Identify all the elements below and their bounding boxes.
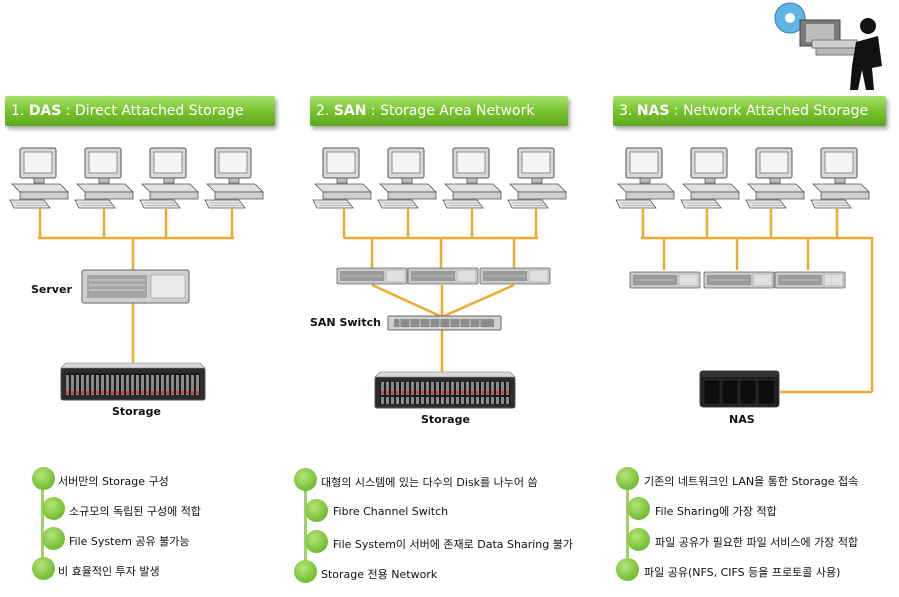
nas-bullet-2: File Sharing에 가장 적합: [655, 505, 777, 518]
das-bullet-dot-2: [42, 497, 65, 520]
san-bullet-dot-2: [305, 499, 328, 522]
san-storage-label: Storage: [421, 413, 470, 426]
das-bullet-dot-4: [32, 557, 55, 580]
das-header-separator: :: [61, 103, 75, 119]
nas-bullet-dot-2: [627, 497, 650, 520]
san-bullet-4: Storage 전용 Network: [321, 568, 438, 581]
das-bullet-dot-1: [32, 467, 55, 490]
person-carrying-disks-icon: [774, 2, 882, 90]
nas-label: NAS: [729, 413, 755, 426]
san-bullet-3: File System이 서버에 존재로 Data Sharing 불가: [333, 538, 573, 551]
san-bullet-dot-1: [294, 468, 317, 491]
das-bullet-dot-3: [42, 527, 65, 550]
nas-bullet-connector: [626, 479, 629, 571]
das-bullet-2: 소규모의 독립된 구성에 적합: [69, 505, 201, 518]
san-header-name: Storage Area Network: [380, 103, 535, 119]
san-header-number: 2.: [316, 103, 330, 119]
san-bullet-2: Fibre Channel Switch: [333, 505, 449, 518]
das-server-label: Server: [31, 283, 72, 296]
san-bullet-1: 대형의 시스템에 있는 다수의 Disk를 나누어 씀: [321, 476, 538, 489]
das-bullet-1: 서버만의 Storage 구성: [58, 475, 169, 488]
nas-header-abbr: NAS: [636, 103, 670, 119]
das-bullet-connector: [41, 478, 44, 570]
nas-bullet-1: 기존의 네트워크인 LAN을 통한 Storage 접속: [644, 475, 859, 488]
nas-header-number: 3.: [619, 103, 633, 119]
san-switch-label: SAN Switch: [310, 316, 381, 329]
nas-header-separator: :: [669, 103, 684, 119]
das-bullet-3: File System 공유 불가능: [69, 535, 190, 548]
nas-bullet-dot-4: [616, 558, 639, 581]
san-bullet-connector: [304, 480, 307, 572]
nas-header: 3. NAS : Network Attached Storage: [613, 96, 886, 126]
san-bullet-dot-3: [305, 530, 328, 553]
san-bullet-dot-4: [294, 560, 317, 583]
san-header-abbr: SAN: [333, 103, 367, 119]
das-header-number: 1.: [11, 103, 25, 119]
das-header: 1. DAS : Direct Attached Storage: [5, 96, 275, 126]
nas-bullet-4: 파일 공유(NFS, CIFS 등을 프로토콜 사용): [644, 566, 841, 579]
das-header-abbr: DAS: [28, 103, 62, 119]
san-header-separator: :: [366, 103, 381, 119]
nas-header-name: Network Attached Storage: [683, 103, 869, 119]
nas-bullet-dot-3: [627, 528, 650, 551]
nas-bullet-dot-1: [616, 467, 639, 490]
san-header: 2. SAN : Storage Area Network: [310, 96, 568, 126]
das-bullet-4: 비 효율적인 투자 발생: [58, 565, 160, 578]
das-header-name: Direct Attached Storage: [74, 103, 244, 119]
nas-bullet-3: 파일 공유가 필요한 파일 서비스에 가장 적합: [655, 536, 859, 549]
das-storage-label: Storage: [112, 405, 161, 418]
